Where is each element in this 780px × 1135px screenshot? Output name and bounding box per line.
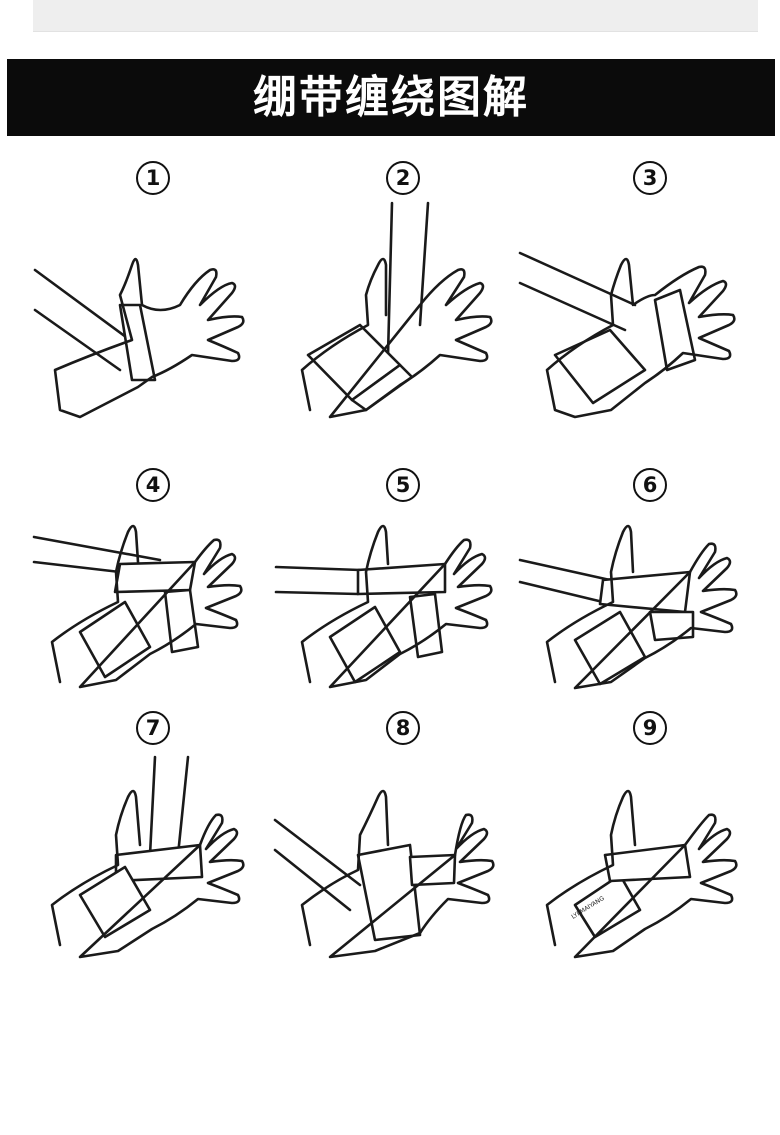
step-number-badge: 7: [136, 711, 170, 745]
step-3: 3: [515, 155, 775, 419]
step-number-badge: 8: [386, 711, 420, 745]
hand-wrap-illustration: [274, 524, 493, 689]
step-number-badge: 3: [633, 161, 667, 195]
top-gray-band: [33, 0, 758, 32]
step-number-badge: 2: [386, 161, 420, 195]
step-9: 9 LYPMAIYANG: [515, 705, 775, 965]
step-6: 6: [515, 462, 775, 722]
hand-wrap-illustration: [273, 789, 495, 959]
step-4: 4: [20, 462, 280, 722]
step-number-badge: 4: [136, 468, 170, 502]
step-8: 8: [270, 705, 530, 965]
step-number-badge: 9: [633, 711, 667, 745]
step-number-badge: 1: [136, 161, 170, 195]
step-number-badge: 6: [633, 468, 667, 502]
hand-wrap-illustration: LYPMAIYANG: [545, 789, 738, 959]
page-title: 绷带缠绕图解: [253, 71, 529, 123]
step-1: 1: [20, 155, 280, 419]
hand-wrap-illustration: [32, 524, 243, 689]
title-bar: 绷带缠绕图解: [7, 59, 775, 136]
hand-wrap-illustration: [518, 524, 738, 690]
step-2: 2: [270, 155, 530, 419]
step-5: 5: [270, 462, 530, 722]
step-7: 7: [20, 705, 280, 965]
hand-wrap-illustration: [518, 251, 736, 419]
hand-wrap-illustration: [300, 201, 493, 419]
hand-wrap-illustration: [50, 755, 245, 959]
hand-wrap-illustration: [33, 257, 245, 419]
step-number-badge: 5: [386, 468, 420, 502]
